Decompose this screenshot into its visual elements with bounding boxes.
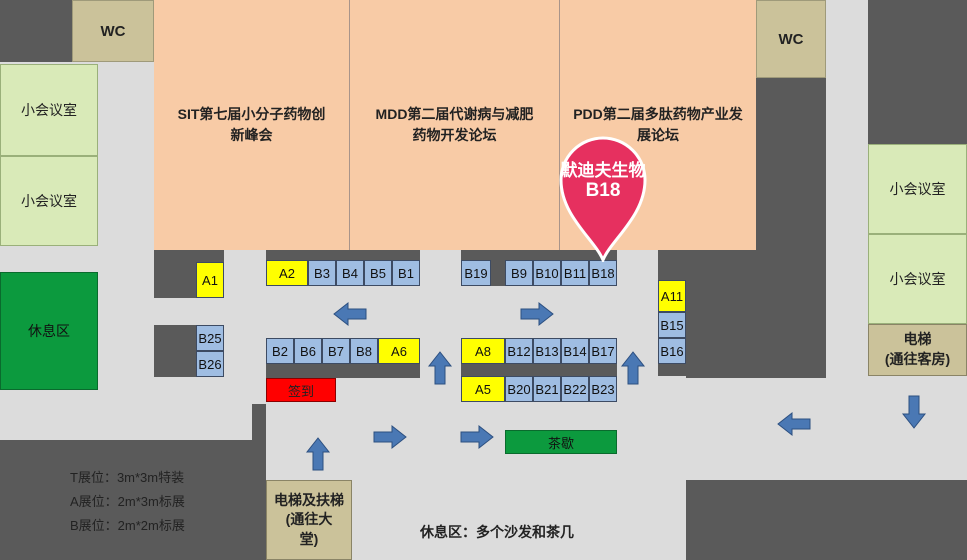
legend-b: B展位：2m*2m标展 — [70, 518, 185, 533]
arrow-right-icon — [460, 425, 494, 449]
booth-b13[interactable]: B13 — [533, 338, 561, 364]
booth-b18[interactable]: B18 — [589, 260, 617, 286]
location-marker-icon[interactable] — [551, 112, 655, 262]
elevator-lobby[interactable]: 电梯及扶梯 (通往大 堂) — [266, 480, 352, 560]
hall-pdd-title: PDD第二届多肽药物产业发展论坛 — [573, 106, 743, 143]
booth-a11[interactable]: A11 — [658, 280, 686, 312]
wall-bottom-right — [686, 480, 967, 560]
arrow-right-icon — [520, 302, 554, 326]
booth-b26[interactable]: B26 — [196, 351, 224, 377]
booth-b22[interactable]: B22 — [561, 376, 589, 402]
wc-left: WC — [72, 0, 154, 62]
booth-b25[interactable]: B25 — [196, 325, 224, 351]
elevator-guest-rooms[interactable]: 电梯 (通往客房) — [868, 324, 967, 376]
arrow-up-icon — [428, 351, 452, 385]
wall-top-right — [868, 0, 967, 144]
rest-area: 休息区 — [0, 272, 98, 390]
booth-a8[interactable]: A8 — [461, 338, 505, 364]
booth-b12[interactable]: B12 — [505, 338, 533, 364]
booth-b9[interactable]: B9 — [505, 260, 533, 286]
meeting-room-right-2: 小会议室 — [868, 234, 967, 324]
booth-b6[interactable]: B6 — [294, 338, 322, 364]
legend: T展位：3m*3m特装 A展位：2m*3m标展 B展位：2m*2m标展 — [70, 466, 250, 538]
booth-a6[interactable]: A6 — [378, 338, 420, 364]
booth-b19[interactable]: B19 — [461, 260, 491, 286]
hall-sit[interactable]: SIT第七届小分子药物创新峰会 — [154, 0, 350, 250]
booth-b5[interactable]: B5 — [364, 260, 392, 286]
hall-sit-title: SIT第七届小分子药物创新峰会 — [177, 106, 326, 143]
elevator-lobby-label: 电梯及扶梯 (通往大 堂) — [274, 491, 344, 547]
wall-top-left — [0, 0, 72, 62]
arrow-right-icon — [373, 425, 407, 449]
booth-a2[interactable]: A2 — [266, 260, 308, 286]
booth-b2[interactable]: B2 — [266, 338, 294, 364]
booth-b8[interactable]: B8 — [350, 338, 378, 364]
marker-booth-number: B18 — [585, 180, 621, 201]
legend-t: T展位：3m*3m特装 — [70, 470, 185, 485]
wall-bottom-left — [0, 440, 252, 560]
arrow-left-icon — [777, 412, 811, 436]
booth-a5[interactable]: A5 — [461, 376, 505, 402]
meeting-room-left-1: 小会议室 — [0, 64, 98, 156]
meeting-room-right-1: 小会议室 — [868, 144, 967, 234]
arrow-down-icon — [902, 395, 926, 429]
booth-a1[interactable]: A1 — [196, 262, 224, 298]
booth-b15[interactable]: B15 — [658, 312, 686, 338]
hall-mdd-title: MDD第二届代谢病与减肥药物开发论坛 — [375, 106, 534, 143]
arrow-up-icon — [306, 437, 330, 471]
booth-b7[interactable]: B7 — [322, 338, 350, 364]
arrow-up-icon — [621, 351, 645, 385]
booth-b1[interactable]: B1 — [392, 260, 420, 286]
tea-break[interactable]: 茶歇 — [505, 430, 617, 454]
hall-mdd[interactable]: MDD第二届代谢病与减肥药物开发论坛 — [350, 0, 560, 250]
booth-b10[interactable]: B10 — [533, 260, 561, 286]
bottom-rest-text: 休息区：多个沙发和茶几 — [420, 524, 574, 540]
marker-company-name: 默迪夫生物 — [560, 161, 646, 180]
booth-b17[interactable]: B17 — [589, 338, 617, 364]
booth-b16[interactable]: B16 — [658, 338, 686, 364]
booth-b21[interactable]: B21 — [533, 376, 561, 402]
booth-b14[interactable]: B14 — [561, 338, 589, 364]
arrow-left-icon — [333, 302, 367, 326]
booth-b20[interactable]: B20 — [505, 376, 533, 402]
booth-b4[interactable]: B4 — [336, 260, 364, 286]
meeting-room-left-2: 小会议室 — [0, 156, 98, 246]
booth-b23[interactable]: B23 — [589, 376, 617, 402]
hall-pdd[interactable]: PDD第二届多肽药物产业发展论坛 — [560, 0, 756, 250]
wall-bottom-left-2 — [252, 404, 266, 560]
elevator-guest-label: 电梯 (通往客房) — [884, 331, 951, 367]
signin-desk[interactable]: 签到 — [266, 378, 336, 402]
booth-b3[interactable]: B3 — [308, 260, 336, 286]
legend-a: A展位：2m*3m标展 — [70, 494, 185, 509]
wc-right: WC — [756, 0, 826, 78]
booth-b11[interactable]: B11 — [561, 260, 589, 286]
